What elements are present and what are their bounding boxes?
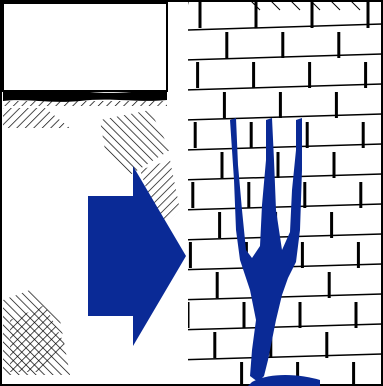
- slab-block: [3, 3, 167, 106]
